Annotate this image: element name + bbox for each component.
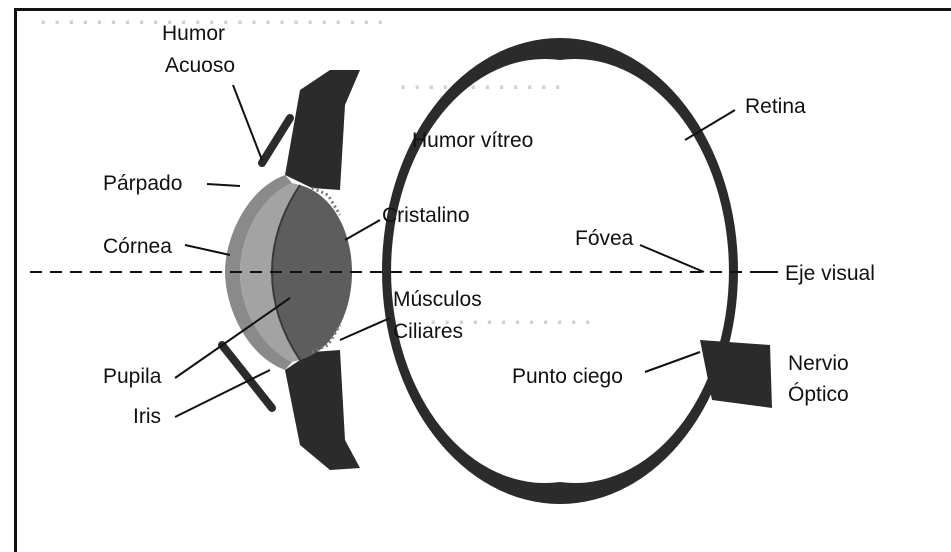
label-fovea: Fóvea	[575, 227, 634, 250]
label-humor-acuoso-line1: Humor	[162, 22, 225, 45]
leader-parpado	[207, 184, 240, 186]
label-humor-acuoso-line2: Acuoso	[165, 54, 235, 77]
label-musculos-line1: Músculos	[393, 288, 482, 311]
label-cristalino: Cristalino	[382, 204, 470, 227]
label-humor-vitreo: Humor vítreo	[412, 129, 533, 152]
label-musculos-line2: Ciliares	[393, 320, 463, 343]
label-retina: Retina	[745, 95, 806, 118]
label-eje-visual: Eje visual	[785, 262, 875, 285]
label-punto-ciego: Punto ciego	[512, 365, 623, 388]
label-pupila: Pupila	[103, 365, 162, 388]
label-parpado: Párpado	[103, 172, 182, 195]
label-nervio-line1: Nervio	[788, 352, 849, 375]
leader-cornea	[185, 245, 230, 255]
leader-punto-ciego	[645, 352, 700, 372]
label-iris: Iris	[133, 405, 161, 428]
label-nervio-line2: Óptico	[788, 383, 849, 406]
ciliary-body-upper	[285, 70, 360, 190]
label-cornea: Córnea	[103, 235, 172, 258]
leader-cristalino	[345, 220, 380, 240]
leader-fovea	[640, 245, 704, 272]
